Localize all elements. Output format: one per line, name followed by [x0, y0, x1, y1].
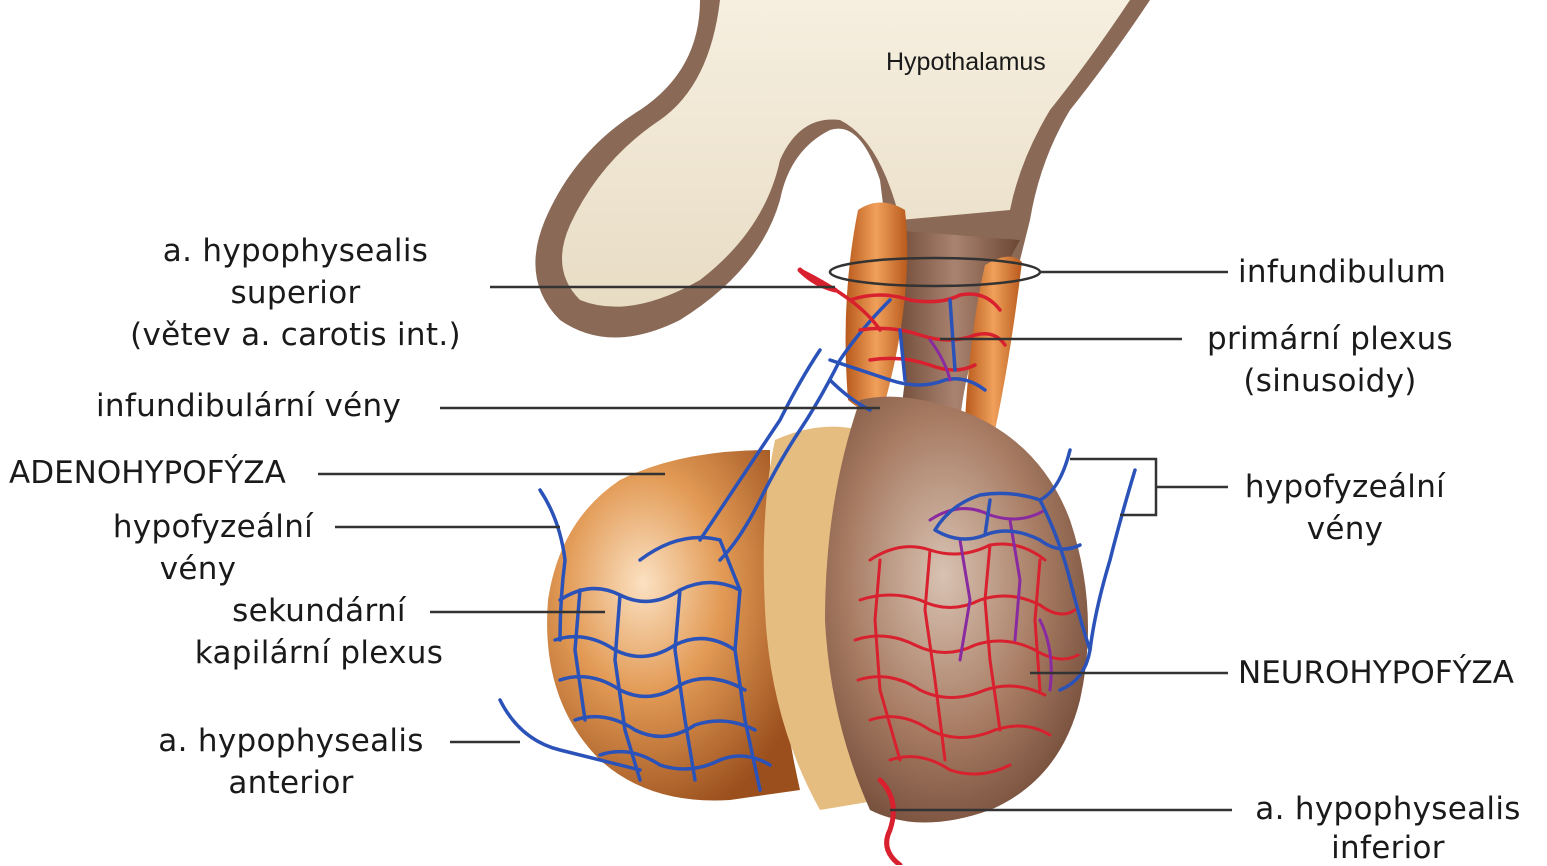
- label-line: (sinusoidy): [1192, 360, 1468, 402]
- label-hypofyzealni-veny-right: hypofyzeální vény: [1232, 466, 1458, 550]
- label-primarni-plexus: primární plexus (sinusoidy): [1192, 318, 1468, 402]
- label-line: superior: [108, 272, 483, 314]
- label-line: hypofyzeální: [100, 506, 326, 548]
- label-a-hypophysealis-anterior: a. hypophysealis anterior: [140, 720, 442, 804]
- label-sekundarni-plexus: sekundární kapilární plexus: [180, 590, 458, 674]
- label-line: anterior: [140, 762, 442, 804]
- label-line: a. hypophysealis: [1240, 788, 1536, 830]
- label-neurohypofyza: NEUROHYPOFÝZA: [1238, 652, 1514, 694]
- label-line: kapilární plexus: [180, 632, 458, 674]
- label-line: (větev a. carotis int.): [108, 314, 483, 356]
- label-line: inferior: [1240, 830, 1536, 866]
- adenohypophysis-shape: [547, 450, 800, 801]
- label-line: primární plexus: [1192, 318, 1468, 360]
- label-line: sekundární: [180, 590, 458, 632]
- pars-tuberalis-left: [846, 203, 908, 421]
- label-adenohypofyza: ADENOHYPOFÝZA: [9, 452, 286, 494]
- label-a-hypophysealis-inferior: a. hypophysealis inferior: [1240, 788, 1536, 866]
- label-hypothalamus: Hypothalamus: [886, 47, 1046, 77]
- label-line: vény: [70, 548, 326, 590]
- label-line: a. hypophysealis: [108, 230, 483, 272]
- label-line: vény: [1232, 508, 1458, 550]
- label-line: a. hypophysealis: [140, 720, 442, 762]
- label-a-hypophysealis-superior: a. hypophysealis superior (větev a. caro…: [108, 230, 483, 356]
- label-hypofyzealni-veny-left: hypofyzeální vény: [100, 506, 326, 590]
- label-line: hypofyzeální: [1232, 466, 1458, 508]
- label-infundibularni-veny: infundibulární vény: [96, 385, 401, 427]
- label-infundibulum: infundibulum: [1238, 251, 1446, 293]
